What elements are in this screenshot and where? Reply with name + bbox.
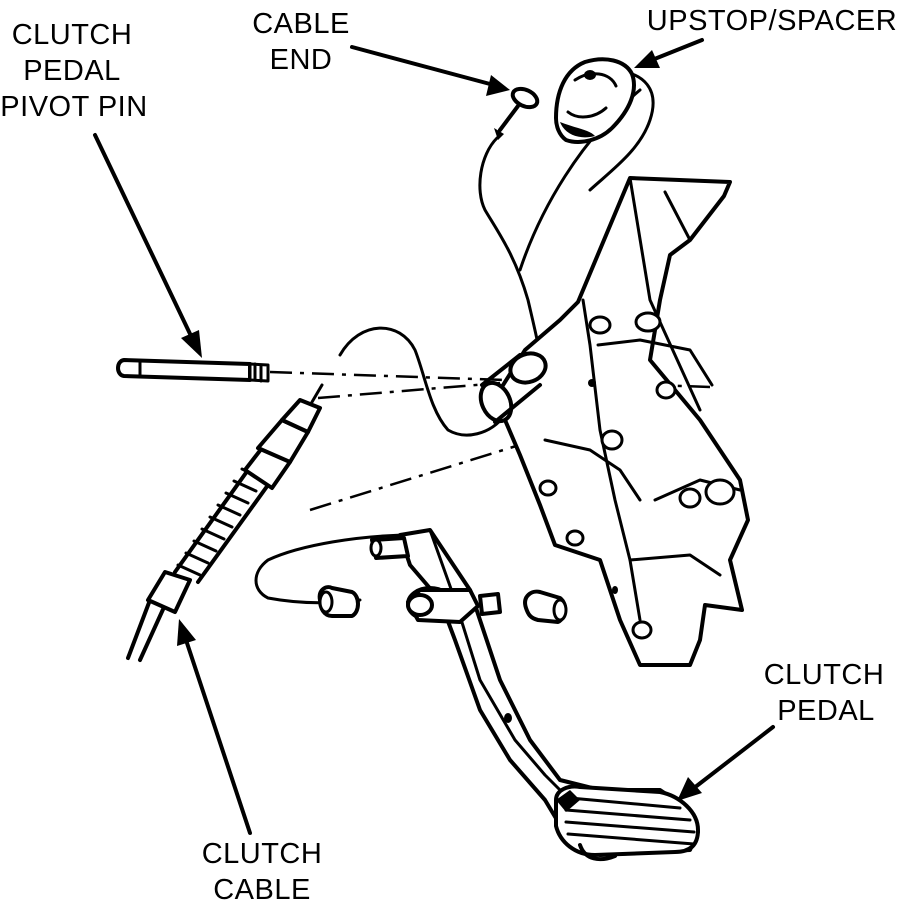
cable-end: [494, 86, 540, 140]
label-clutch-pedal-pivot-pin-line-2: PEDAL: [23, 55, 121, 87]
cable-spring-coils: [173, 467, 270, 584]
leader-arrow-pivot-pin: [93, 133, 202, 358]
leader-arrow-clutch-pedal: [677, 725, 775, 801]
label-cable-end: CABLE END: [252, 8, 350, 76]
pedal-shaft-bushings: [317, 585, 568, 624]
leader-arrow-cable-end: [350, 45, 510, 96]
label-clutch-pedal-line-1: CLUTCH: [764, 659, 885, 691]
leader-arrow-clutch-cable: [177, 619, 252, 835]
label-clutch-pedal-pivot-pin-line-3: PIVOT PIN: [0, 91, 147, 123]
label-upstop-spacer: UPSTOP/SPACER: [647, 5, 897, 37]
label-clutch-pedal-line-2: PEDAL: [777, 695, 875, 727]
pedal-pad: [554, 784, 700, 862]
clutch-cable: [126, 383, 324, 662]
label-clutch-cable-line-1: CLUTCH: [202, 838, 323, 870]
clutch-pedal-pivot-pin: [116, 358, 270, 383]
bracket-pivot-bushing: [478, 351, 548, 424]
label-cable-end-line-2: END: [270, 44, 333, 76]
label-clutch-pedal-pivot-pin-line-1: CLUTCH: [12, 19, 133, 51]
leader-arrow-upstop-spacer: [634, 38, 704, 68]
label-cable-end-line-1: CABLE: [252, 8, 350, 40]
upstop-spacer: [554, 57, 636, 144]
pedal-support-bracket: [498, 176, 750, 667]
label-clutch-cable: CLUTCH CABLE: [202, 838, 323, 904]
label-clutch-cable-line-2: CABLE: [213, 874, 311, 904]
label-clutch-pedal: CLUTCH PEDAL: [764, 659, 885, 727]
label-clutch-pedal-pivot-pin: CLUTCH PEDAL PIVOT PIN: [0, 19, 147, 123]
label-upstop-spacer-line-1: UPSTOP/SPACER: [647, 5, 897, 37]
clutch-pedal: [369, 528, 700, 862]
